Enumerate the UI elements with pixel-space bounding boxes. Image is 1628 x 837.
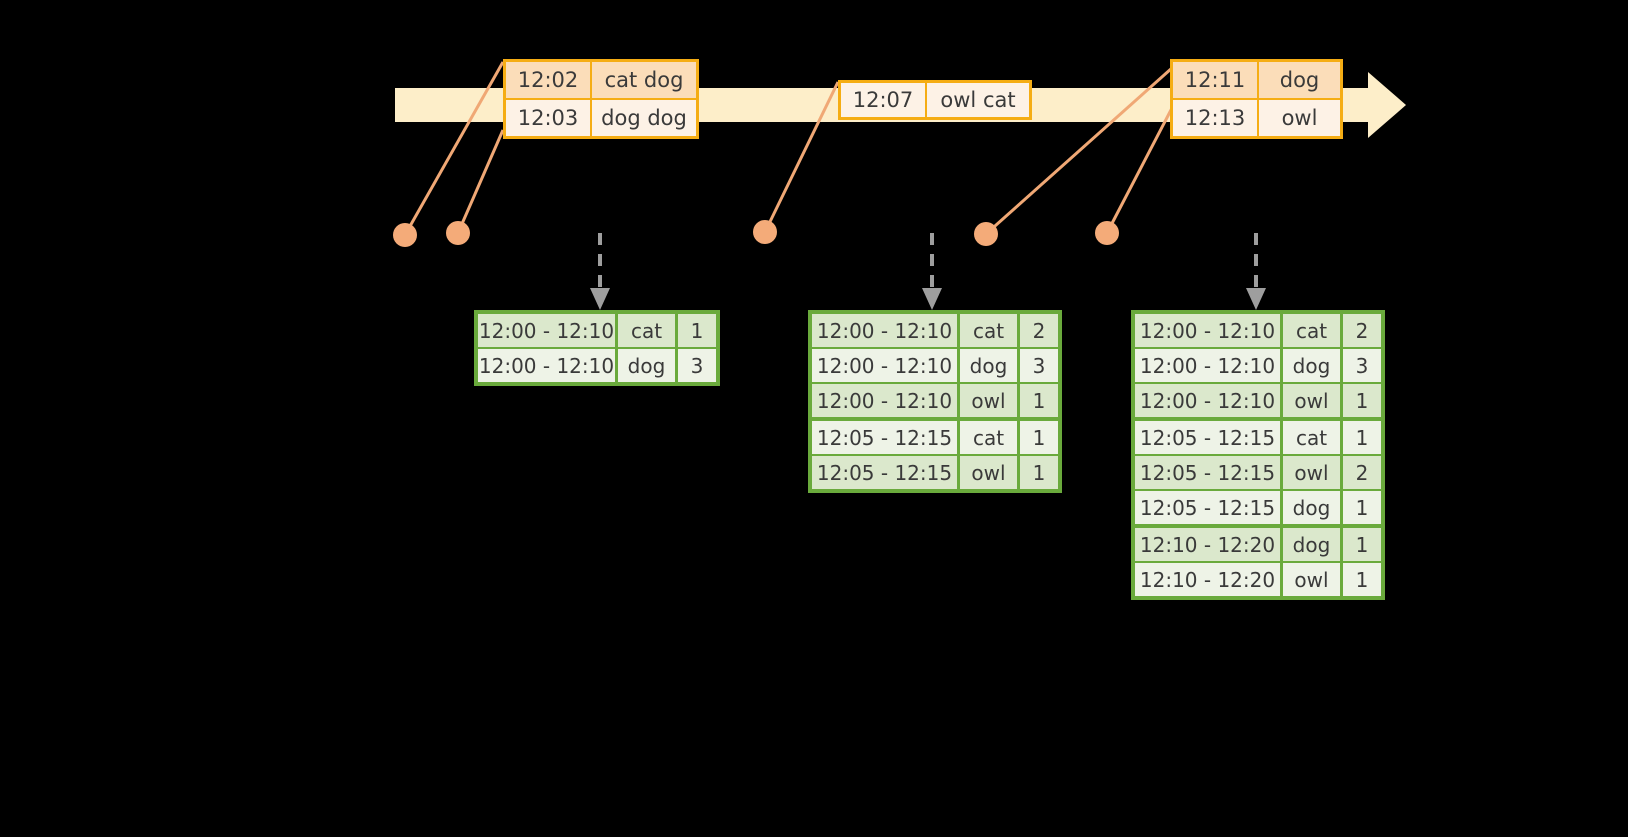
cell-window: 12:05 - 12:15 bbox=[1135, 491, 1283, 524]
cell-window: 12:00 - 12:10 bbox=[812, 349, 960, 382]
table-row: 12:00 - 12:10 cat 2 bbox=[812, 314, 1058, 347]
cell-word: owl bbox=[960, 384, 1020, 417]
cell-count: 1 bbox=[1020, 384, 1058, 417]
table-row: 12:10 - 12:20 owl 1 bbox=[1135, 561, 1381, 596]
table-row: 12:00 - 12:10 dog 3 bbox=[1135, 347, 1381, 382]
cell-count: 2 bbox=[1343, 456, 1381, 489]
cell-window: 12:05 - 12:15 bbox=[1135, 421, 1283, 454]
cell-word: owl bbox=[960, 456, 1020, 489]
cell-word: cat bbox=[1283, 421, 1343, 454]
cell-window: 12:10 - 12:20 bbox=[1135, 528, 1283, 561]
event-row: 12:11 dog bbox=[1173, 62, 1340, 98]
event-words: cat dog bbox=[592, 62, 696, 98]
result-table-2: 12:00 - 12:10 cat 2 12:00 - 12:10 dog 3 … bbox=[808, 310, 1062, 493]
event-time: 12:11 bbox=[1173, 62, 1259, 98]
event-time: 12:07 bbox=[841, 83, 927, 117]
table-section: 12:00 - 12:10 cat 2 12:00 - 12:10 dog 3 … bbox=[812, 314, 1058, 417]
event-dot-3 bbox=[753, 220, 777, 244]
cell-window: 12:05 - 12:15 bbox=[812, 456, 960, 489]
event-words: owl bbox=[1259, 100, 1340, 136]
cell-count: 1 bbox=[1020, 456, 1058, 489]
table-row: 12:05 - 12:15 owl 1 bbox=[812, 454, 1058, 489]
table-row: 12:00 - 12:10 cat 2 bbox=[1135, 314, 1381, 347]
cell-window: 12:00 - 12:10 bbox=[812, 384, 960, 417]
event-words: dog dog bbox=[592, 100, 696, 136]
cell-window: 12:05 - 12:15 bbox=[812, 421, 960, 454]
timeline-arrowhead-icon bbox=[1368, 72, 1406, 138]
event-row: 12:02 cat dog bbox=[506, 62, 696, 98]
cell-count: 1 bbox=[1020, 421, 1058, 454]
cell-word: cat bbox=[960, 314, 1020, 347]
event-box-1: 12:02 cat dog 12:03 dog dog bbox=[503, 59, 699, 139]
cell-window: 12:00 - 12:10 bbox=[812, 314, 960, 347]
cell-word: dog bbox=[618, 349, 678, 382]
table-row: 12:05 - 12:15 cat 1 bbox=[1135, 421, 1381, 454]
connector-line-5 bbox=[1105, 107, 1174, 234]
event-row: 12:07 owl cat bbox=[841, 83, 1029, 117]
event-row: 12:03 dog dog bbox=[506, 98, 696, 136]
result-table-3: 12:00 - 12:10 cat 2 12:00 - 12:10 dog 3 … bbox=[1131, 310, 1385, 600]
cell-window: 12:00 - 12:10 bbox=[1135, 384, 1283, 417]
event-box-2: 12:07 owl cat bbox=[838, 80, 1032, 120]
table-section: 12:05 - 12:15 cat 1 12:05 - 12:15 owl 2 … bbox=[1135, 417, 1381, 524]
cell-word: cat bbox=[618, 314, 678, 347]
cell-window: 12:00 - 12:10 bbox=[478, 349, 618, 382]
cell-window: 12:00 - 12:10 bbox=[478, 314, 618, 347]
cell-window: 12:10 - 12:20 bbox=[1135, 563, 1283, 596]
cell-window: 12:00 - 12:10 bbox=[1135, 349, 1283, 382]
event-dot-1 bbox=[393, 223, 417, 247]
cell-word: owl bbox=[1283, 456, 1343, 489]
event-time: 12:13 bbox=[1173, 100, 1259, 136]
cell-word: owl bbox=[1283, 563, 1343, 596]
cell-count: 3 bbox=[1343, 349, 1381, 382]
cell-count: 1 bbox=[1343, 528, 1381, 561]
event-box-3: 12:11 dog 12:13 owl bbox=[1170, 59, 1343, 139]
event-words: dog bbox=[1259, 62, 1340, 98]
cell-window: 12:05 - 12:15 bbox=[1135, 456, 1283, 489]
cell-count: 1 bbox=[678, 314, 716, 347]
cell-count: 1 bbox=[1343, 563, 1381, 596]
table-row: 12:05 - 12:15 dog 1 bbox=[1135, 489, 1381, 524]
cell-count: 1 bbox=[1343, 384, 1381, 417]
table-row: 12:00 - 12:10 dog 3 bbox=[478, 347, 716, 382]
cell-count: 3 bbox=[678, 349, 716, 382]
event-words: owl cat bbox=[927, 83, 1029, 117]
flow-arrowhead-icon-2 bbox=[922, 288, 942, 310]
cell-word: dog bbox=[1283, 528, 1343, 561]
table-row: 12:00 - 12:10 owl 1 bbox=[1135, 382, 1381, 417]
event-dot-2 bbox=[446, 221, 470, 245]
flow-arrowhead-icon-3 bbox=[1246, 288, 1266, 310]
flow-arrowhead-icon-1 bbox=[590, 288, 610, 310]
cell-window: 12:00 - 12:10 bbox=[1135, 314, 1283, 347]
table-section: 12:10 - 12:20 dog 1 12:10 - 12:20 owl 1 bbox=[1135, 524, 1381, 596]
table-row: 12:05 - 12:15 cat 1 bbox=[812, 421, 1058, 454]
table-row: 12:10 - 12:20 dog 1 bbox=[1135, 528, 1381, 561]
cell-word: dog bbox=[960, 349, 1020, 382]
cell-count: 1 bbox=[1343, 491, 1381, 524]
table-section: 12:05 - 12:15 cat 1 12:05 - 12:15 owl 1 bbox=[812, 417, 1058, 489]
result-table-1: 12:00 - 12:10 cat 1 12:00 - 12:10 dog 3 bbox=[474, 310, 720, 386]
event-dot-4 bbox=[974, 222, 998, 246]
cell-word: cat bbox=[1283, 314, 1343, 347]
cell-count: 2 bbox=[1343, 314, 1381, 347]
event-row: 12:13 owl bbox=[1173, 98, 1340, 136]
table-section: 12:00 - 12:10 cat 1 12:00 - 12:10 dog 3 bbox=[478, 314, 716, 382]
cell-count: 1 bbox=[1343, 421, 1381, 454]
cell-word: owl bbox=[1283, 384, 1343, 417]
table-row: 12:00 - 12:10 owl 1 bbox=[812, 382, 1058, 417]
cell-count: 3 bbox=[1020, 349, 1058, 382]
cell-count: 2 bbox=[1020, 314, 1058, 347]
event-time: 12:03 bbox=[506, 100, 592, 136]
table-row: 12:00 - 12:10 dog 3 bbox=[812, 347, 1058, 382]
table-row: 12:05 - 12:15 owl 2 bbox=[1135, 454, 1381, 489]
connector-line-2 bbox=[456, 129, 505, 234]
event-time: 12:02 bbox=[506, 62, 592, 98]
table-section: 12:00 - 12:10 cat 2 12:00 - 12:10 dog 3 … bbox=[1135, 314, 1381, 417]
cell-word: cat bbox=[960, 421, 1020, 454]
table-row: 12:00 - 12:10 cat 1 bbox=[478, 314, 716, 347]
event-dot-5 bbox=[1095, 221, 1119, 245]
cell-word: dog bbox=[1283, 491, 1343, 524]
cell-word: dog bbox=[1283, 349, 1343, 382]
